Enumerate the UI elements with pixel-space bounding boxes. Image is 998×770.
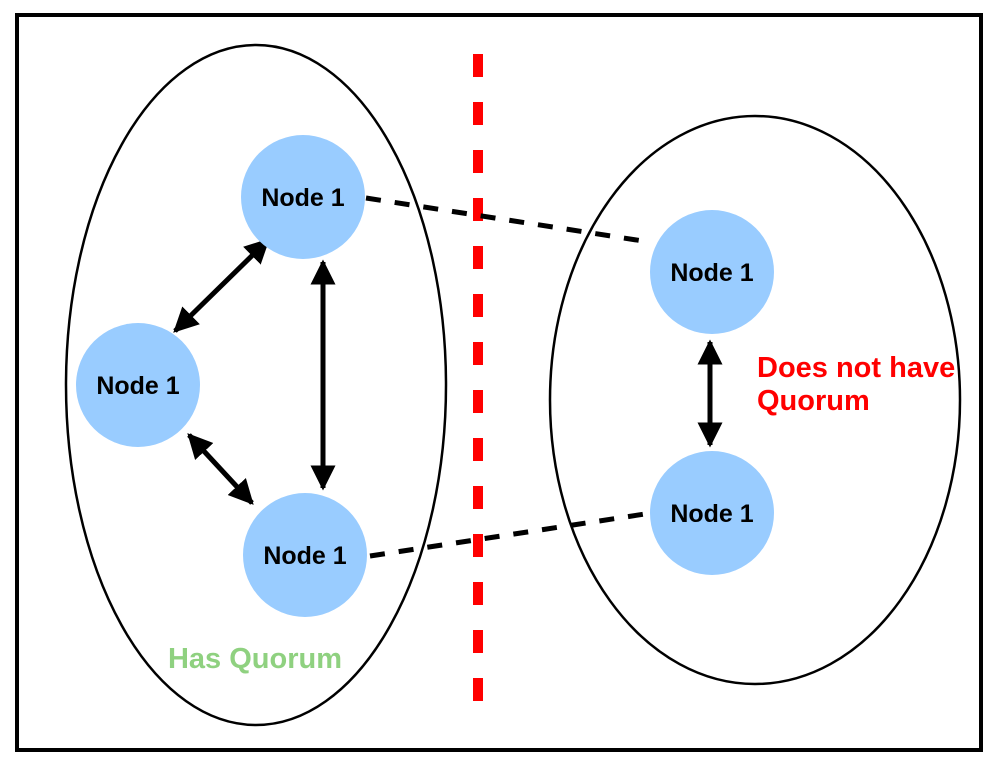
no-quorum-label-line2: Quorum [757, 385, 870, 417]
cross-partition-links [365, 195, 646, 559]
right-partition-ellipse [548, 114, 962, 686]
no-quorum-label: Does not have Quorum [757, 352, 955, 417]
heartbeat-arrows [173, 238, 723, 505]
node-circle [243, 493, 367, 617]
has-quorum-label: Has Quorum [168, 643, 342, 675]
node-label: Node 1 [261, 184, 344, 212]
node-label: Node 1 [670, 500, 753, 528]
node-label: Node 1 [670, 259, 753, 287]
cross-partition-link-top [365, 195, 644, 244]
left-partition-nodes: Node 1 Node 1 Node 1 [76, 135, 367, 617]
node-circle [650, 210, 774, 334]
node-label: Node 1 [96, 372, 179, 400]
node-circle [650, 451, 774, 575]
arrow-left-middle-to-bottom [187, 433, 254, 505]
node-label: Node 1 [263, 542, 346, 570]
node-circle [241, 135, 365, 259]
left-partition-ellipse [64, 43, 448, 727]
no-quorum-label-line1: Does not have [757, 352, 955, 384]
cross-partition-link-bottom [369, 511, 646, 559]
node-circle [76, 323, 200, 447]
right-partition-nodes: Node 1 Node 1 [650, 210, 774, 575]
arrow-left-top-to-middle [173, 238, 270, 333]
diagram-border [15, 13, 983, 752]
